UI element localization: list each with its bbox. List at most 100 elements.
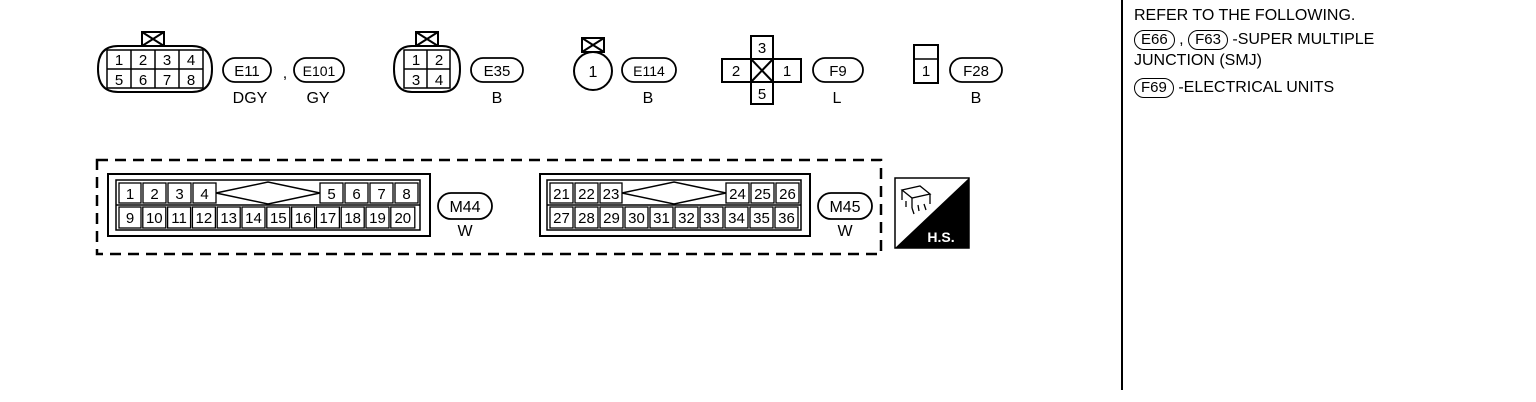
pin-cell xyxy=(750,182,775,204)
connector-1pin xyxy=(573,37,613,91)
connector-id-oval xyxy=(621,57,677,83)
connector-id: E35 xyxy=(484,63,511,80)
pin-cell xyxy=(315,206,341,229)
connector-id: M45 xyxy=(829,199,860,216)
pin-label: 2 xyxy=(139,52,147,69)
pin-cell xyxy=(216,206,241,229)
connector-single xyxy=(913,44,939,84)
separator: , xyxy=(283,65,287,82)
pin-label: 4 xyxy=(200,186,208,203)
pin-label: 24 xyxy=(729,186,746,203)
pin-label: 1 xyxy=(115,52,123,69)
wire-color: L xyxy=(833,90,842,107)
pin-cell xyxy=(774,206,799,229)
pin-cell xyxy=(167,182,192,204)
connector-id: F9 xyxy=(829,63,847,80)
pin-label: 5 xyxy=(758,86,766,103)
pin-cell xyxy=(674,206,699,229)
pin-cell xyxy=(574,206,599,229)
pin-label: 3 xyxy=(758,40,766,57)
pin-label: 1 xyxy=(412,52,420,69)
harness-side-icon xyxy=(894,177,970,249)
connector-id-oval xyxy=(949,57,1003,83)
pin-label: 1 xyxy=(922,63,930,80)
pin-label: 2 xyxy=(150,186,158,203)
pin-label: 4 xyxy=(187,52,195,69)
legend-row-smj: E66 , F63 -SUPER MULTIPLE xyxy=(1134,28,1534,52)
pin-label: 17 xyxy=(320,210,337,227)
pin-label: 16 xyxy=(295,210,312,227)
pin-cell xyxy=(574,182,599,204)
pin-label: 1 xyxy=(783,63,791,80)
separator: , xyxy=(1179,31,1184,48)
connector-id: E114 xyxy=(633,63,665,79)
pin-cell xyxy=(369,182,394,204)
pin-label: 26 xyxy=(779,186,796,203)
ref-badge: F69 xyxy=(1134,78,1174,98)
legend-desc-cont: JUNCTION (SMJ) xyxy=(1134,52,1262,69)
pin-cell xyxy=(699,206,724,229)
connector-id: E101 xyxy=(303,63,336,79)
pin-label: 18 xyxy=(344,210,361,227)
pin-label: 14 xyxy=(245,210,262,227)
pin-label: 6 xyxy=(139,72,147,89)
wire-color: B xyxy=(492,90,503,107)
connector-4pin xyxy=(392,31,462,93)
pin-cell xyxy=(390,206,416,229)
pin-label: 10 xyxy=(146,210,163,227)
pin-label: 6 xyxy=(352,186,360,203)
pin-label: 12 xyxy=(196,210,213,227)
connector-id-oval xyxy=(437,192,493,220)
pin-cell xyxy=(191,206,217,229)
pin-label: 13 xyxy=(220,210,237,227)
pin-cell xyxy=(549,182,574,204)
pin-label: 5 xyxy=(327,186,335,203)
pin-label: 1 xyxy=(126,186,134,203)
pin-cell xyxy=(290,206,316,229)
connector-id-oval xyxy=(817,192,873,220)
pin-cell xyxy=(549,206,574,229)
pin-label: 20 xyxy=(394,210,411,227)
pin-cell xyxy=(241,206,266,229)
pin-label: 31 xyxy=(653,210,670,227)
pin-cell xyxy=(340,206,365,229)
pin-label: 30 xyxy=(628,210,645,227)
pin-cell xyxy=(394,182,419,204)
connector-id-oval xyxy=(293,57,345,83)
pin-cell xyxy=(365,206,390,229)
connector-m45 xyxy=(539,173,811,237)
pin-label: 2 xyxy=(732,63,740,80)
pin-label: 3 xyxy=(175,186,183,203)
divider-line xyxy=(1121,0,1123,390)
pin-label: 27 xyxy=(553,210,570,227)
ref-badge: F63 xyxy=(1188,30,1228,50)
pin-label: 3 xyxy=(412,72,420,89)
pin-label: 29 xyxy=(603,210,620,227)
wire-color: W xyxy=(457,223,473,240)
pin-cell xyxy=(775,182,800,204)
pin-label: 35 xyxy=(753,210,770,227)
pin-cell xyxy=(266,206,291,229)
legend-row-units: F69 -ELECTRICAL UNITS xyxy=(1134,76,1534,100)
pin-label: 2 xyxy=(435,52,443,69)
wire-color: B xyxy=(971,90,982,107)
legend-heading: REFER TO THE FOLLOWING. xyxy=(1134,7,1356,24)
pin-cell xyxy=(724,206,749,229)
pin-cell xyxy=(599,206,624,229)
pin-label: 7 xyxy=(377,186,385,203)
connector-id-oval xyxy=(470,57,524,83)
connector-id-oval xyxy=(222,57,272,83)
pin-cell xyxy=(118,182,142,204)
wire-color: DGY xyxy=(233,90,268,107)
pin-label: 15 xyxy=(270,210,287,227)
ref-badge: E66 xyxy=(1134,30,1175,50)
pin-label: 9 xyxy=(126,210,134,227)
wire-color: GY xyxy=(306,90,329,107)
connector-8pin xyxy=(96,31,214,93)
pin-cell xyxy=(166,206,192,229)
pin-cell xyxy=(344,182,369,204)
legend-desc: -ELECTRICAL UNITS xyxy=(1178,79,1335,96)
connector-m44 xyxy=(107,173,431,237)
pin-label: 1 xyxy=(589,64,598,81)
pin-label: 28 xyxy=(578,210,595,227)
